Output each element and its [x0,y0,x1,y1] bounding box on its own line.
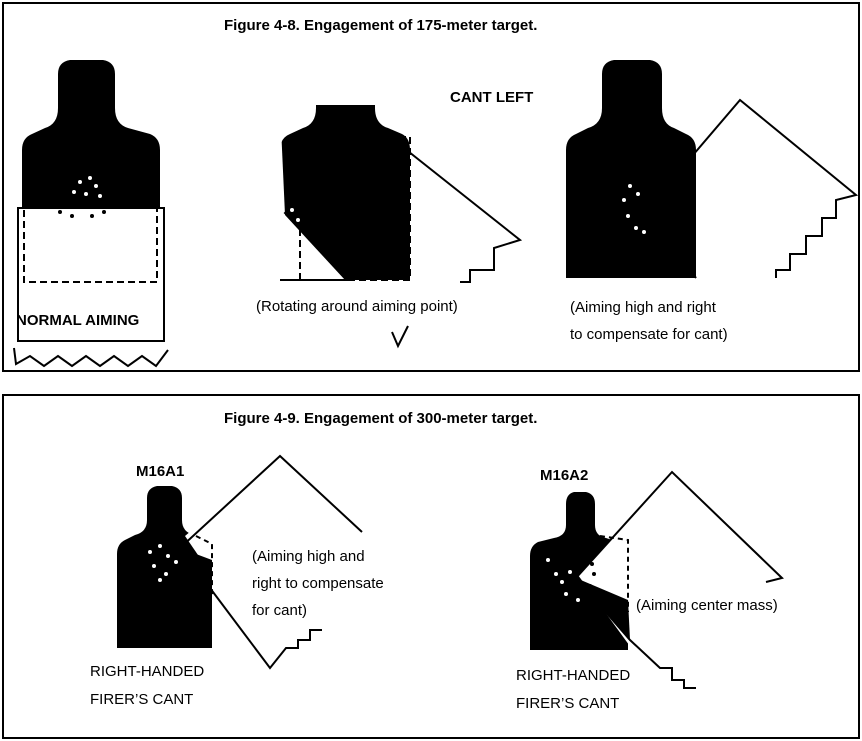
target-normal-aiming [13,60,169,368]
normal-aiming-label: NORMAL AIMING [16,312,140,329]
target-m16a2 [530,470,784,689]
shot-group-right [588,562,600,594]
wedge [576,578,630,640]
firer-cant-left-line1: RIGHT-HANDED [90,663,205,680]
firer-cant-right-line1: RIGHT-HANDED [516,667,631,684]
aiming-high-300-line3: for cant) [252,602,308,619]
aiming-center-label: (Aiming center mass) [636,597,778,614]
cant-paper [644,98,859,279]
figure-4-8-panel [2,2,860,372]
firer-cant-left-line2: FIRER’S CANT [90,691,194,708]
silhouette [22,60,160,210]
silhouette [117,486,212,648]
figure-4-9-panel [2,394,860,739]
figure-4-8-title: Figure 4-8. Engagement of 175-meter targ… [224,17,538,34]
cant-rectangle [17,207,165,342]
figure-4-9-title: Figure 4-9. Engagement of 300-meter targ… [224,410,538,427]
pointer-mark [391,325,409,349]
cant-paper-fill [578,472,782,660]
cant-paper [575,470,784,583]
aiming-high-label-line2: to compensate for cant) [570,326,728,343]
dashed-edge [599,535,629,612]
shot-group-right [652,202,660,220]
cant-paper-fill [185,456,362,660]
aiming-high-label-line1: (Aiming high and right [570,299,716,316]
cant-paper [280,123,523,283]
torn-edge [13,347,169,368]
target-aim-high-right [566,60,859,279]
cant-left-label: CANT LEFT [450,89,534,106]
shot-group [148,544,178,582]
rotating-label: (Rotating around aiming point) [256,298,458,315]
wedge [180,548,212,596]
shot-group [622,184,646,234]
shot-group [546,558,580,602]
aiming-high-300-line2: right to compensate [252,575,384,592]
firer-cant-right-line2: FIRER’S CANT [516,695,620,712]
target-rotating [280,105,523,349]
shot-group [286,208,310,260]
shot-group [72,176,102,198]
aiming-high-300-line1: (Aiming high and [252,548,365,565]
silhouette [566,60,696,278]
cant-paper-lower [575,577,696,689]
target-m16a1 [117,454,363,670]
cant-paper-lower [179,547,322,670]
cant-paper [179,454,363,549]
m16a2-label: M16A2 [540,467,589,484]
shot-group-low [58,210,106,218]
dashed-edge [663,189,667,219]
silhouette [280,105,410,280]
cant-paper-fill [696,100,856,278]
aim-rectangle [299,136,411,281]
shot-group-right [316,220,342,242]
aim-rectangle [23,205,158,283]
m16a1-label: M16A1 [136,463,185,480]
